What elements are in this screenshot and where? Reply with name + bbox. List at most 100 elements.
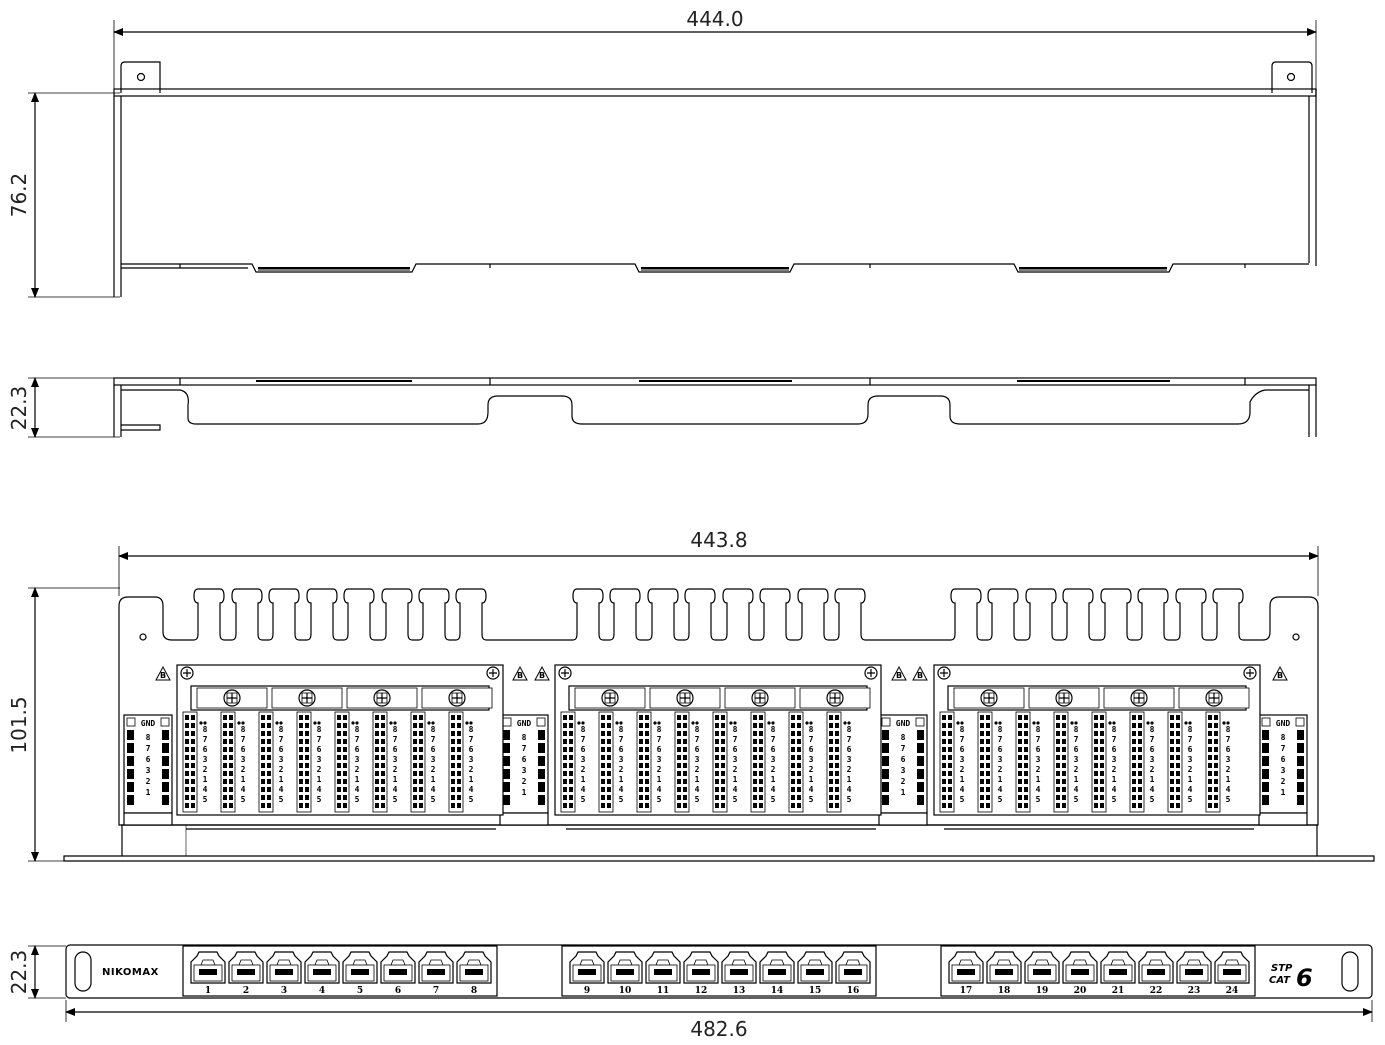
svg-text:3: 3: [1226, 755, 1231, 764]
svg-text:CAT: CAT: [1269, 975, 1291, 986]
rj45-port[interactable]: 21: [1100, 951, 1136, 996]
svg-text:4: 4: [695, 785, 700, 794]
svg-text:8: 8: [1036, 725, 1041, 734]
svg-text:5: 5: [695, 795, 700, 804]
screw-icon: [223, 689, 241, 707]
rj45-port[interactable]: 19: [1024, 951, 1060, 996]
rj45-port[interactable]: 4: [304, 951, 340, 996]
svg-text:5: 5: [317, 795, 322, 804]
svg-text:6: 6: [960, 745, 965, 754]
rj45-port[interactable]: 17: [948, 951, 984, 996]
svg-text:8: 8: [469, 725, 474, 734]
svg-text:7: 7: [317, 735, 322, 744]
svg-text:B: B: [896, 671, 902, 680]
svg-text:6: 6: [522, 755, 527, 764]
svg-text:8: 8: [960, 725, 965, 734]
rj45-port[interactable]: 14: [759, 951, 795, 996]
rj45-port[interactable]: 12: [683, 951, 719, 996]
svg-text:1: 1: [393, 775, 398, 784]
screw-icon: [676, 689, 694, 707]
rj45-port[interactable]: 20: [1062, 951, 1098, 996]
svg-text:6: 6: [279, 745, 284, 754]
rj45-port[interactable]: 6: [380, 951, 416, 996]
dim-side-height: 22.3: [7, 386, 31, 431]
top-view: [28, 20, 1317, 298]
svg-text:6: 6: [901, 755, 906, 764]
rj45-port[interactable]: 9: [569, 951, 605, 996]
warning-triangle-icon: B: [512, 665, 528, 681]
svg-text:8: 8: [241, 725, 246, 734]
svg-text:3: 3: [203, 755, 208, 764]
svg-text:3: 3: [393, 755, 398, 764]
rj45-port[interactable]: 22: [1138, 951, 1174, 996]
port-number: 9: [584, 986, 590, 996]
rj45-port[interactable]: 18: [986, 951, 1022, 996]
port-number: 22: [1150, 986, 1163, 996]
svg-text:2: 2: [1112, 765, 1117, 774]
svg-text:5: 5: [619, 795, 624, 804]
svg-text:7: 7: [657, 735, 662, 744]
svg-text:5: 5: [1226, 795, 1231, 804]
rj45-port[interactable]: 23: [1176, 951, 1212, 996]
rj45-port[interactable]: 8: [456, 951, 492, 996]
svg-text:8: 8: [619, 725, 624, 734]
rj45-port[interactable]: 3: [266, 951, 302, 996]
svg-text:8: 8: [847, 725, 852, 734]
dim-top-height: 76.2: [7, 173, 31, 218]
rj45-port[interactable]: 24: [1214, 951, 1250, 996]
svg-text:6: 6: [1296, 964, 1313, 992]
side-view: [28, 377, 1317, 438]
svg-text:6: 6: [317, 745, 322, 754]
svg-text:1: 1: [279, 775, 284, 784]
svg-text:2: 2: [733, 765, 738, 774]
svg-text:7: 7: [901, 744, 906, 753]
svg-text:2: 2: [203, 765, 208, 774]
svg-text:3: 3: [901, 766, 906, 775]
dim-front-height: 22.3: [7, 950, 31, 995]
rj45-port[interactable]: 16: [835, 951, 871, 996]
svg-text:3: 3: [581, 755, 586, 764]
svg-text:5: 5: [771, 795, 776, 804]
port-number: 20: [1074, 986, 1087, 996]
rj45-port[interactable]: 15: [797, 951, 833, 996]
port-number: 4: [319, 986, 325, 996]
svg-text:8: 8: [279, 725, 284, 734]
svg-text:2: 2: [1281, 777, 1286, 786]
svg-text:8: 8: [522, 733, 527, 742]
brand-logo: NIKOMAX: [102, 967, 159, 978]
svg-text:2: 2: [695, 765, 700, 774]
svg-text:4: 4: [1188, 785, 1193, 794]
svg-text:5: 5: [1036, 795, 1041, 804]
svg-text:8: 8: [431, 725, 436, 734]
svg-text:4: 4: [1226, 785, 1231, 794]
rj45-port[interactable]: 1: [190, 951, 226, 996]
port-number: 23: [1188, 986, 1201, 996]
svg-text:8: 8: [1188, 725, 1193, 734]
port-number: 10: [619, 986, 632, 996]
svg-text:8: 8: [203, 725, 208, 734]
screw-icon: [373, 689, 391, 707]
rj45-port[interactable]: 11: [645, 951, 681, 996]
rj45-port[interactable]: 7: [418, 951, 454, 996]
svg-text:5: 5: [1074, 795, 1079, 804]
svg-text:4: 4: [960, 785, 965, 794]
svg-text:3: 3: [1150, 755, 1155, 764]
svg-text:7: 7: [998, 735, 1003, 744]
rj45-port[interactable]: 13: [721, 951, 757, 996]
svg-text:B: B: [1277, 671, 1283, 680]
svg-text:2: 2: [522, 777, 527, 786]
screw-icon: [298, 689, 316, 707]
svg-text:4: 4: [809, 785, 814, 794]
svg-text:2: 2: [355, 765, 360, 774]
warning-triangle-icon: B: [912, 665, 928, 681]
svg-text:4: 4: [469, 785, 474, 794]
rj45-port[interactable]: 2: [228, 951, 264, 996]
rj45-port[interactable]: 5: [342, 951, 378, 996]
rj45-port[interactable]: 10: [607, 951, 643, 996]
